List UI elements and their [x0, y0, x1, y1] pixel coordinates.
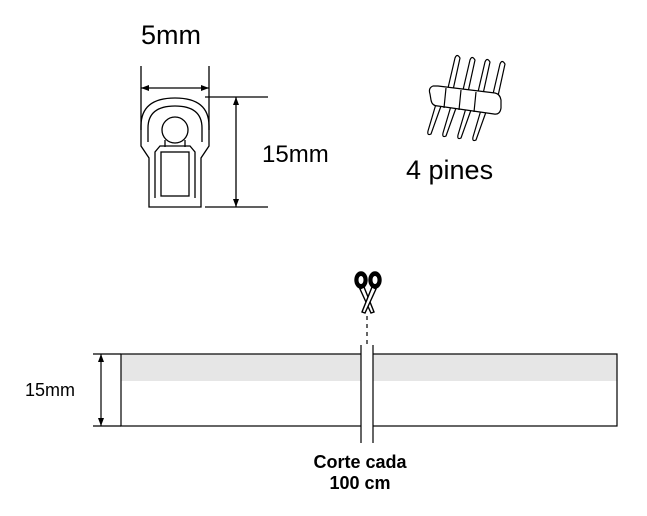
cut-label-line-1: Corte cada	[313, 452, 407, 472]
height-dim-arrow-top	[233, 97, 239, 105]
height-dim-arrow-bottom	[233, 199, 239, 207]
led-strip	[93, 345, 618, 443]
connector-pins	[427, 54, 506, 142]
connector-body-ridge-3	[473, 91, 477, 113]
pin-2-top	[462, 56, 476, 93]
profile-pcb-rect	[160, 151, 190, 197]
pin-3-bottom	[457, 107, 472, 140]
profile-led-circle	[161, 116, 189, 144]
pin-4-bottom	[472, 109, 487, 142]
pin-1-top	[447, 54, 461, 91]
scissors-blade-right	[361, 286, 377, 314]
profile-inner-curve	[147, 105, 203, 142]
profile-channel	[154, 145, 196, 198]
pin-4-top	[492, 60, 506, 97]
profile-height-label: 15mm	[262, 141, 329, 168]
cut-interval-label: Corte cada 100 cm	[303, 452, 417, 494]
connector-body-ridge-1	[443, 87, 447, 109]
cut-label-line-2: 100 cm	[329, 473, 391, 493]
width-dim-arrow-left	[141, 85, 149, 91]
pin-3-top	[477, 58, 491, 95]
width-dim-arrow-right	[201, 85, 209, 91]
profile-cross-section	[140, 66, 268, 208]
strip-height-label: 15mm	[25, 380, 76, 400]
pin-2-bottom	[442, 105, 457, 138]
profile-width-label: 5mm	[141, 20, 201, 50]
connector-body-ridge-2	[458, 89, 462, 111]
pin-1-bottom	[427, 103, 442, 136]
profile-outline	[140, 97, 210, 208]
connector-body	[428, 85, 502, 115]
connector-label: 4 pines	[406, 155, 494, 185]
strip-dim-arrow-top	[98, 354, 104, 362]
scissors-icon	[354, 271, 382, 314]
strip-cut-gap	[361, 345, 373, 443]
strip-dim-arrow-bottom	[98, 418, 104, 426]
